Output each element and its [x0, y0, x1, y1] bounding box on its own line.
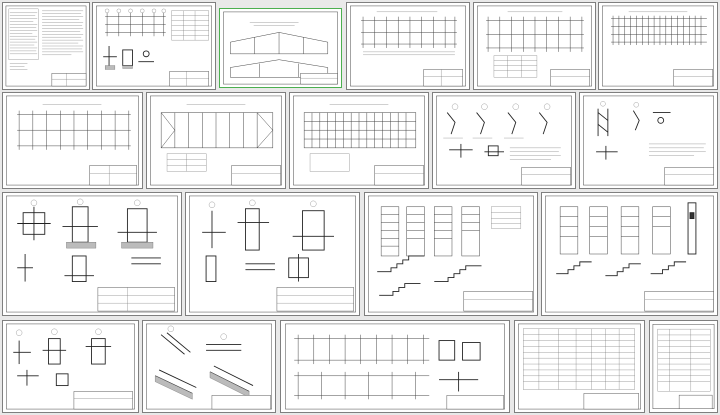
drawing-sheet-truss-details[interactable]: [432, 92, 576, 189]
drawing-sheet-notes[interactable]: [2, 2, 90, 90]
drawing-sheet-plan-bracing[interactable]: [146, 92, 286, 189]
drawing-sheet-spec-table[interactable]: [514, 320, 645, 413]
drawing-sheet-stairs[interactable]: [364, 192, 538, 316]
drawing-sheet-plan-grid-dense[interactable]: [598, 2, 718, 90]
drawing-sheet-elevation[interactable]: [219, 8, 342, 88]
drawing-sheet-plan-grid[interactable]: [473, 2, 596, 90]
drawing-sheet-truss-details-2[interactable]: [579, 92, 718, 189]
drawing-sheet-node-details-2[interactable]: [185, 192, 360, 316]
drawing-sheet-stairs-2[interactable]: [541, 192, 718, 316]
drawing-sheet-node-details[interactable]: [2, 192, 182, 316]
drawing-sheet-node-details-4[interactable]: [142, 320, 276, 413]
drawing-sheet-frame-plan[interactable]: [92, 2, 216, 90]
drawing-sheet-plan-dense[interactable]: [289, 92, 429, 189]
drawing-sheet-spec-table-2[interactable]: [649, 320, 718, 413]
drawing-sheet-plan-grid-2[interactable]: [2, 92, 143, 189]
drawing-sheet-sections-long[interactable]: [280, 320, 510, 413]
drawing-sheet-elevation-long[interactable]: [346, 2, 470, 90]
drawing-sheet-node-details-3[interactable]: [2, 320, 139, 413]
